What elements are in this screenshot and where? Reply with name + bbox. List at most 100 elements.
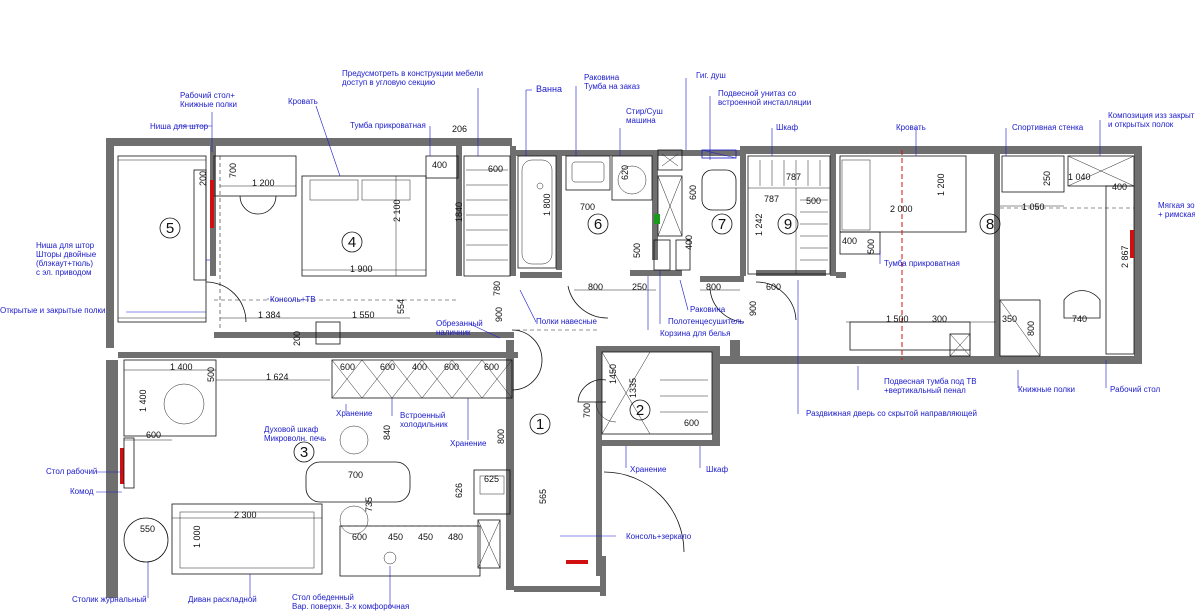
dim: 600 [352, 532, 367, 542]
dim: 1 800 [542, 193, 552, 216]
annotations: Рабочий стол+Книжные полки Ниша для штор… [0, 69, 1195, 611]
room-6-fixtures [517, 149, 691, 271]
label-dresser: Комод [70, 487, 94, 496]
dim: 787 [786, 172, 801, 182]
dim: 300 [932, 314, 947, 324]
room-8-furniture [839, 150, 1135, 360]
dim: 1 000 [192, 525, 202, 548]
room-number-2: 2 [636, 402, 644, 419]
room-9-wardrobe [747, 155, 831, 275]
dim: 600 [340, 362, 355, 372]
room-number-6: 6 [594, 216, 602, 233]
dim: 600 [766, 282, 781, 292]
dim: 600 [146, 430, 161, 440]
dim: 250 [1042, 171, 1052, 186]
dim: 450 [388, 532, 403, 542]
label-open-closed-shelves: Открытые и закрытые полки [0, 306, 106, 315]
label-soft-zone: Мягкая зона+ римская [1158, 201, 1195, 219]
dim: 2 100 [392, 199, 402, 222]
dim: 2 867 [1120, 245, 1130, 268]
label-nightstand-8: Тумба прикроватная [884, 259, 960, 268]
label-wardrobe-hall: Шкаф [706, 465, 728, 474]
dim: 600 [488, 164, 503, 174]
radiators [120, 180, 1134, 564]
room-number-1: 1 [536, 416, 544, 433]
label-desk-3: Стол рабочий [46, 467, 97, 476]
dim: 500 [806, 196, 821, 206]
dim: 600 [684, 418, 699, 428]
label-storage-2: Хранение [450, 439, 487, 448]
dim: 700 [582, 403, 592, 418]
dim: 1 400 [170, 362, 193, 372]
room-number-3: 3 [300, 444, 308, 461]
dim: 1 040 [1068, 172, 1091, 182]
dim: 700 [348, 470, 363, 480]
room-4-shelves [466, 169, 508, 261]
label-nightstand-4: Тумба прикроватная [350, 121, 426, 130]
label-storage-hall: Хранение [630, 465, 667, 474]
dim: 600 [380, 362, 395, 372]
dim: 700 [580, 202, 595, 212]
room-numbers: 5 4 6 7 9 8 3 1 2 [159, 213, 1001, 463]
dim: 900 [748, 301, 758, 316]
dim: 1 624 [266, 372, 289, 382]
dim: 400 [842, 236, 857, 246]
label-console-mirror: Консоль+зеркало [626, 532, 692, 541]
label-hanging-tv-unit: Подвесная тумба под ТВ+вертикальный пена… [884, 377, 977, 395]
dim: 626 [454, 483, 464, 498]
dim: 554 [396, 299, 406, 314]
dim: 840 [382, 425, 392, 440]
label-curtain-niche: Ниша для штор [150, 122, 209, 131]
dim: 2 300 [234, 510, 257, 520]
walls [106, 138, 1142, 598]
dim: 1335 [628, 378, 638, 398]
dim: 1 550 [352, 310, 375, 320]
label-bath: Ванна [536, 84, 562, 94]
dim: 500 [866, 239, 876, 254]
room-5-outline [117, 155, 207, 323]
dim: 1 200 [252, 178, 275, 188]
room-number-4: 4 [348, 234, 356, 251]
label-work-desk-8: Рабочий стол [1110, 385, 1161, 394]
label-work-desk-shelves: Рабочий стол+Книжные полки [180, 91, 237, 109]
dim: 206 [452, 124, 467, 134]
dim: 1 900 [350, 264, 373, 274]
dimensions: 1 200 1 900 2 100 400 206 1 840 1 800 700… [138, 124, 1130, 548]
dim: 1 050 [1022, 202, 1045, 212]
room-2-wardrobe [595, 351, 713, 435]
room-3-furniture [123, 359, 513, 577]
dim: 200 [292, 331, 302, 346]
dim: 625 [484, 474, 499, 484]
dim: 600 [444, 362, 459, 372]
dim: 735 [364, 497, 374, 512]
leader-lines [96, 78, 1107, 608]
dim: 2 000 [890, 204, 913, 214]
room-7-fixtures [701, 149, 737, 211]
room-number-7: 7 [718, 216, 726, 233]
dim: 900 [494, 307, 504, 322]
dim: 400 [684, 235, 694, 250]
label-wardrobe-9: Шкаф [776, 123, 798, 132]
label-laundry-basket: Корзина для белья [660, 329, 730, 338]
dim: 480 [448, 532, 463, 542]
label-bed-4: Кровать [288, 97, 318, 106]
dim: 500 [632, 243, 642, 258]
dim: 500 [206, 367, 216, 382]
dim: 1 384 [258, 310, 281, 320]
room-number-9: 9 [784, 216, 792, 233]
label-sink-small: Раковина [690, 305, 726, 314]
dim: 800 [706, 282, 721, 292]
label-bed-8: Кровать [896, 123, 926, 132]
label-sliding-door: Раздвижная дверь со скрытой направляющей [806, 409, 977, 418]
dim: 600 [688, 185, 698, 200]
